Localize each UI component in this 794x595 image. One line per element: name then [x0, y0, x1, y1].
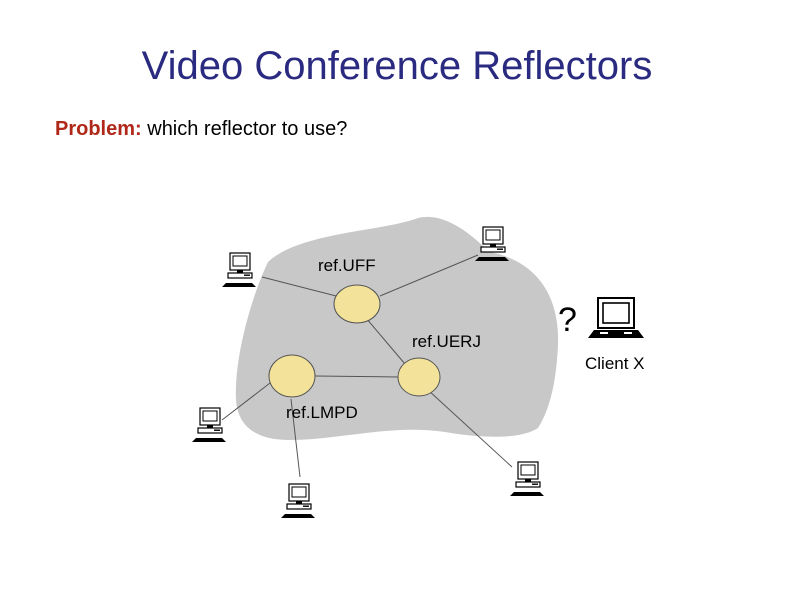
computer-icon-far-left — [191, 407, 227, 443]
problem-text: which reflector to use? — [141, 118, 348, 140]
link-uff-pc-left — [261, 276, 341, 298]
reflector-label-uerj: ref.UERJ — [412, 332, 481, 351]
link-uff-uerj — [365, 317, 406, 365]
laptop-icon — [587, 297, 645, 339]
reflector-node-lmpd — [268, 354, 316, 398]
network-cloud — [235, 216, 559, 440]
client-label: Client X — [585, 354, 645, 373]
question-mark: ? — [558, 301, 577, 339]
link-lmpd-pc-left — [221, 382, 271, 421]
problem-label: Problem: — [55, 118, 142, 140]
reflector-label-uff: ref.UFF — [318, 256, 376, 275]
link-lmpd-pc-bottom — [290, 398, 301, 478]
connection-lines — [221, 254, 513, 478]
link-uff-pc-top — [379, 254, 479, 297]
reflector-node-uerj — [397, 357, 441, 397]
problem-statement: Problem: which reflector to use? — [55, 118, 347, 141]
computer-icon-bottom — [280, 483, 316, 519]
link-lmpd-uerj — [314, 375, 399, 378]
computer-icon-left — [221, 252, 257, 288]
reflector-node-uff — [333, 284, 381, 324]
slide-title: Video Conference Reflectors — [141, 44, 653, 88]
reflector-label-lmpd: ref.LMPD — [286, 403, 358, 422]
link-uerj-pc-bottom-right — [427, 389, 513, 468]
computer-icon-bottom-right — [509, 461, 545, 497]
